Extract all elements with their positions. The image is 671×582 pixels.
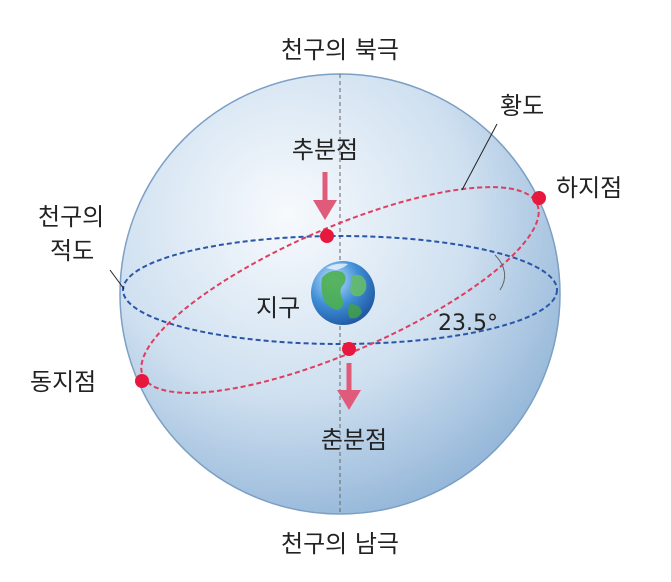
vernal-equinox-point bbox=[342, 342, 356, 356]
earth-label: 지구 bbox=[256, 294, 300, 322]
ecliptic-pointer-line bbox=[461, 123, 498, 191]
equator-pointer-line bbox=[109, 269, 125, 290]
celestial-equator-label-line2: 적도 bbox=[50, 237, 94, 265]
arrow-down-icon bbox=[337, 363, 361, 410]
earth-icon bbox=[311, 261, 375, 325]
winter-solstice-label: 동지점 bbox=[30, 368, 96, 396]
summer-solstice-point bbox=[532, 191, 546, 205]
south-pole-label: 천구의 남극 bbox=[281, 530, 399, 558]
celestial-equator-label-line1: 천구의 bbox=[38, 203, 104, 231]
celestial-equator bbox=[122, 235, 558, 345]
tilt-angle-arc bbox=[494, 254, 506, 291]
north-pole-label: 천구의 북극 bbox=[281, 36, 399, 64]
tilt-angle-label: 23.5° bbox=[438, 311, 498, 336]
ecliptic-label: 황도 bbox=[500, 92, 544, 120]
vernal-equinox-label: 춘분점 bbox=[321, 426, 387, 454]
autumnal-equinox-label: 추분점 bbox=[292, 136, 358, 164]
arrow-down-icon bbox=[313, 172, 337, 220]
winter-solstice-point bbox=[135, 374, 149, 388]
summer-solstice-label: 하지점 bbox=[556, 174, 622, 202]
autumnal-equinox-point bbox=[320, 229, 334, 243]
